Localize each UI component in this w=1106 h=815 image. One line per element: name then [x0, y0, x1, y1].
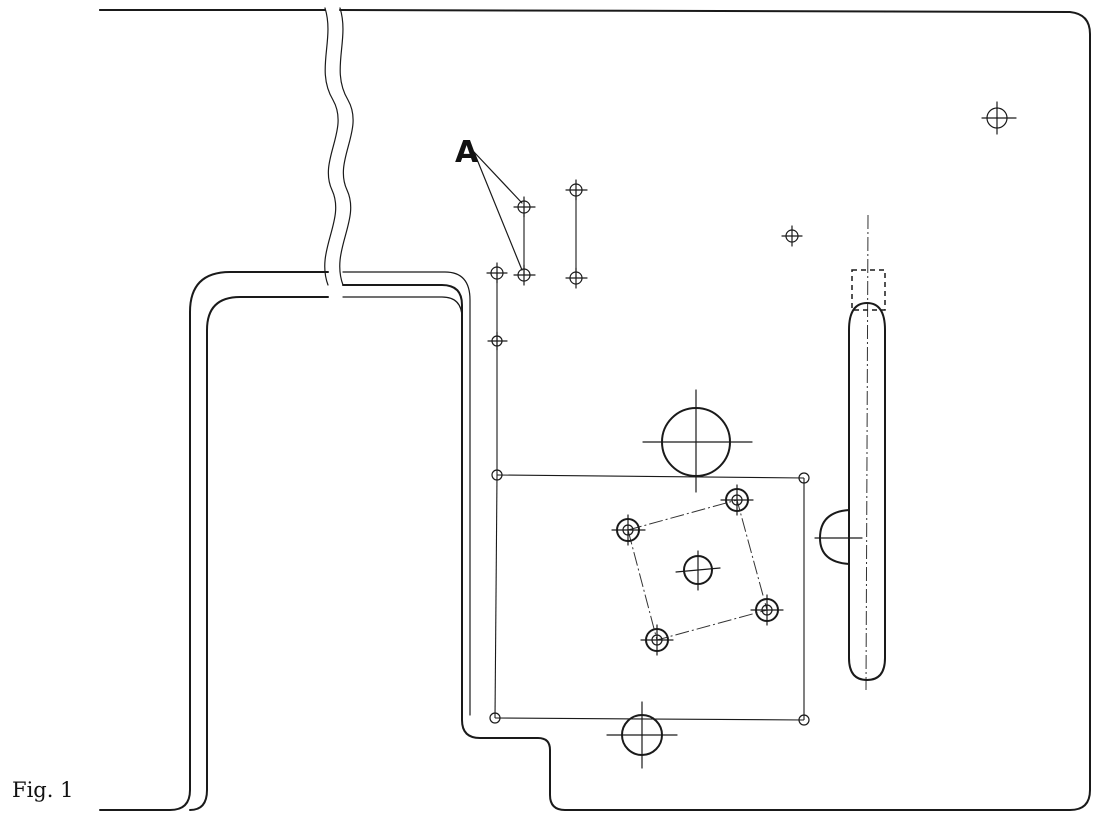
- hole-top-right: [981, 101, 1017, 135]
- counterbore-hole-4: [640, 624, 674, 656]
- flange-inner: [189, 296, 329, 811]
- mounting-rectangle: [489, 469, 810, 726]
- callout-leader-lower: [473, 151, 523, 271]
- plate-outline: [99, 9, 1091, 811]
- vertical-slot: [814, 214, 886, 691]
- flange-outer-right: [342, 271, 471, 716]
- counterbore-hole-1: [611, 514, 646, 546]
- hole-left-upper: [486, 262, 508, 284]
- counterbore-hole-3: [750, 594, 784, 626]
- holes-a-left-pair: [513, 196, 536, 286]
- callout-label-a: A: [455, 135, 479, 170]
- hole-left-mid: [487, 331, 508, 351]
- counterbore-hole-2: [720, 484, 754, 516]
- flange-outer: [99, 271, 329, 811]
- figure-caption: Fig. 1: [12, 778, 74, 802]
- large-hole-upper: [642, 389, 753, 493]
- rotated-square-pattern: [611, 484, 784, 656]
- large-hole-lower: [606, 701, 678, 769]
- break-line-left: [324, 7, 339, 286]
- flange-inner-top: [342, 296, 463, 319]
- holes-right-pair: [565, 179, 588, 289]
- centre-hole: [675, 550, 721, 591]
- callout-leader-upper: [473, 151, 523, 204]
- break-line-right: [339, 7, 354, 286]
- hole-upper-middle: [781, 225, 803, 247]
